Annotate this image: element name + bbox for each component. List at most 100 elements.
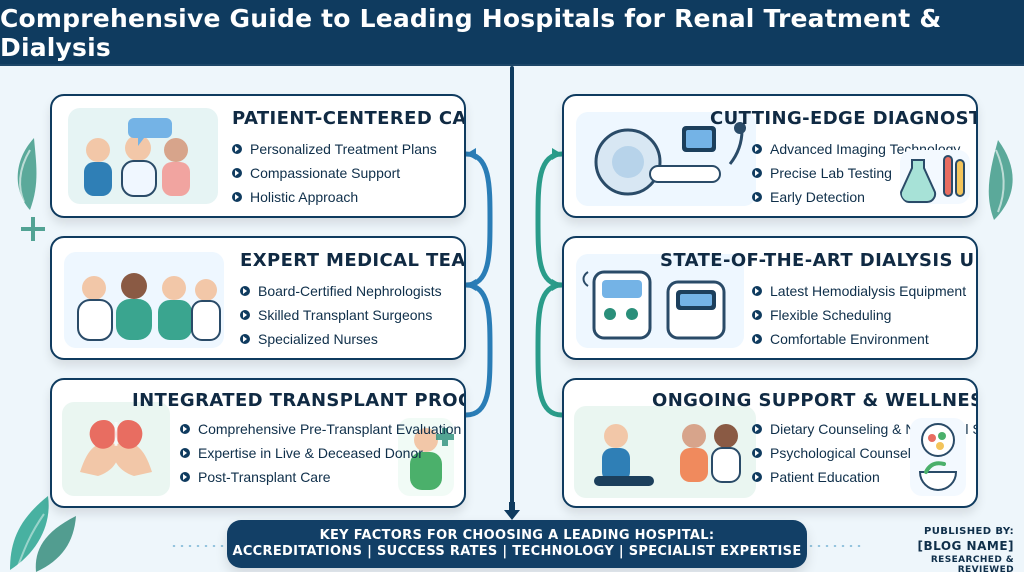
play-bullet-icon [240,286,250,296]
card-items: Comprehensive Pre-Transplant Evaluation … [180,420,461,492]
play-bullet-icon [752,310,762,320]
down-arrow-icon [504,502,520,520]
item-text: Board-Certified Nephrologists [258,283,442,299]
lab-icon [900,155,965,204]
published-by: PUBLISHED BY: [924,526,1014,537]
play-bullet-icon [232,168,242,178]
card-title: CUTTING-EDGE DIAGNOSTICS [710,108,978,129]
diagnostics-illustration [576,112,756,206]
dialysis-machine-icon [582,270,726,340]
lab-tubes-illustration [900,150,970,204]
card-title: EXPERT MEDICAL TEAM [240,250,466,271]
medical-team-icon [77,273,221,341]
key-factors-banner: KEY FACTORS FOR CHOOSING A LEADING HOSPI… [227,520,807,568]
list-item: Compassionate Support [232,164,437,182]
item-text: Skilled Transplant Surgeons [258,307,433,323]
food-bowl-icon [918,423,958,491]
leaf-cluster-icon [10,496,76,572]
dotted-line-left [170,545,228,547]
list-item: Psychological Counseling [752,444,930,462]
card-items: Board-Certified Nephrologists Skilled Tr… [240,282,442,354]
play-bullet-icon [752,334,762,344]
blog-name: [BLOG NAME] [917,539,1014,553]
list-item: Comfortable Environment [752,330,966,348]
banner-line-1: KEY FACTORS FOR CHOOSING A LEADING HOSPI… [319,528,715,543]
play-bullet-icon [752,144,762,154]
care-team-illustration [68,108,218,204]
list-item: Personalized Treatment Plans [232,140,437,158]
list-item: Latest Hemodialysis Equipment [752,282,966,300]
card-items: Personalized Treatment Plans Compassiona… [232,140,437,212]
card-ongoing-support-wellness: ONGOING SUPPORT & WELLNESS Dietary Couns… [562,378,978,508]
list-item: Board-Certified Nephrologists [240,282,442,300]
card-cutting-edge-diagnostics: CUTTING-EDGE DIAGNOSTICS Advanced Imagin… [562,94,978,218]
item-text: Psychological Counseling [770,445,930,461]
list-item: Expertise in Live & Deceased Donor [180,444,423,462]
medical-team-illustration [64,252,224,348]
kidney-hands-icon [80,420,152,476]
reviewed-label: RESEARCHED & REVIEWED [930,555,1014,572]
leaf-decoration-icon [17,138,37,210]
item-text: Post-Transplant Care [198,469,331,485]
item-text: Expertise in Live & Deceased Donor [198,445,423,461]
patient-icon [410,428,454,490]
list-item: Early Detection [752,188,960,206]
card-title: PATIENT-CENTERED CARE [232,108,466,129]
play-bullet-icon [752,168,762,178]
diagnostics-icon [594,122,746,196]
play-bullet-icon [232,192,242,202]
card-integrated-transplant-programs: INTEGRATED TRANSPLANT PROGRAMS Comprehen… [50,378,466,508]
connector-arrows [463,148,565,418]
item-text: Flexible Scheduling [770,307,892,323]
card-title: INTEGRATED TRANSPLANT PROGRAMS [132,390,464,411]
list-item: Skilled Transplant Surgeons [240,306,442,324]
item-text: Early Detection [770,189,865,205]
play-bullet-icon [232,144,242,154]
card-title: ONGOING SUPPORT & WELLNESS [652,390,978,411]
card-items: Dietary Counseling & Nutritional Support… [752,420,976,492]
play-bullet-icon [752,286,762,296]
play-bullet-icon [752,448,762,458]
wellness-illustration [574,406,756,498]
item-text: Comfortable Environment [770,331,929,347]
plus-sparkle-icon [21,217,45,241]
page-title: Comprehensive Guide to Leading Hospitals… [0,4,942,62]
list-item: Holistic Approach [232,188,437,206]
list-item: Flexible Scheduling [752,306,966,324]
item-text: Personalized Treatment Plans [250,141,437,157]
item-text: Latest Hemodialysis Equipment [770,283,967,299]
list-item: Dietary Counseling & Nutritional Support [752,420,976,438]
play-bullet-icon [240,334,250,344]
list-item: Comprehensive Pre-Transplant Evaluation [180,420,461,438]
play-bullet-icon [240,310,250,320]
play-bullet-icon [752,424,762,434]
item-text: Compassionate Support [250,165,401,181]
play-bullet-icon [180,424,190,434]
card-title: STATE-OF-THE-ART DIALYSIS UNITS [660,250,976,271]
play-bullet-icon [180,448,190,458]
kidney-hands-illustration [62,402,170,496]
center-spine [510,66,514,506]
patient-illustration [398,418,454,496]
food-bowl-illustration [910,418,966,496]
play-bullet-icon [180,472,190,482]
list-item: Post-Transplant Care [180,468,400,486]
wellness-counseling-icon [594,424,741,486]
dotted-line-right [807,545,865,547]
play-bullet-icon [752,472,762,482]
list-item: Precise Lab Testing [752,164,960,182]
list-item: Patient Education [752,468,912,486]
care-team-icon [84,118,190,197]
item-text: Precise Lab Testing [770,165,892,181]
card-expert-medical-team: EXPERT MEDICAL TEAM Board-Certified Neph… [50,236,466,360]
play-bullet-icon [752,192,762,202]
dialysis-illustration [576,254,744,348]
card-dialysis-units: STATE-OF-THE-ART DIALYSIS UNITS Latest H… [562,236,978,360]
item-text: Specialized Nurses [258,331,378,347]
card-items: Latest Hemodialysis Equipment Flexible S… [752,282,966,354]
list-item: Specialized Nurses [240,330,442,348]
card-patient-centered-care: PATIENT-CENTERED CARE Personalized Treat… [50,94,466,218]
leaf-decoration-right-icon [988,140,1013,220]
item-text: Holistic Approach [250,189,359,205]
